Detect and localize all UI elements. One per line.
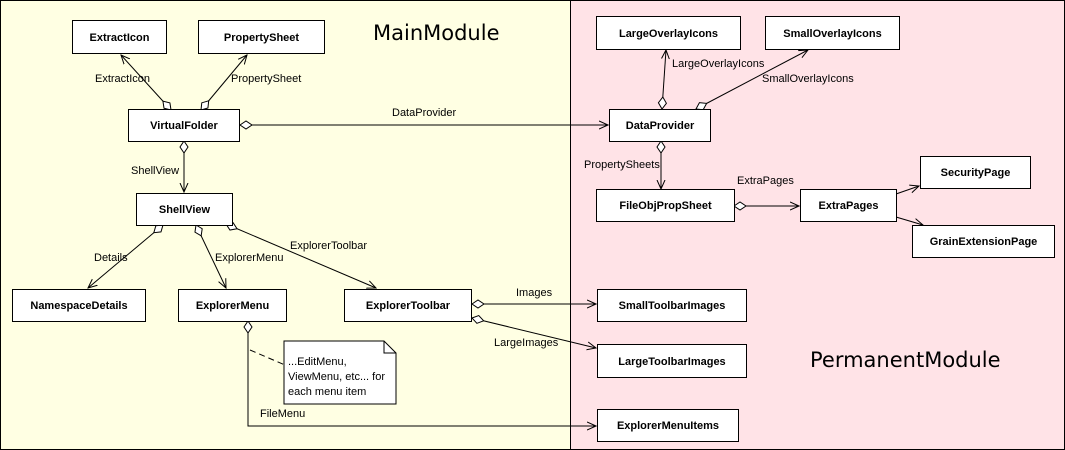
label-property-sheets: PropertySheets [584,159,660,171]
class-extract-icon[interactable]: ExtractIcon [72,20,167,54]
note-line-1: ...EditMenu, [288,356,347,368]
label-small-overlay-icons: SmallOverlayIcons [762,73,854,85]
class-explorer-menu-items-label: ExplorerMenuItems [617,420,719,432]
class-small-overlay-icons[interactable]: SmallOverlayIcons [765,16,900,50]
class-explorer-menu-label: ExplorerMenu [196,300,269,312]
class-small-overlay-icons-label: SmallOverlayIcons [783,28,881,40]
class-shell-view[interactable]: ShellView [136,193,233,226]
label-large-images: LargeImages [494,337,559,349]
class-property-sheet[interactable]: PropertySheet [198,20,325,54]
class-data-provider-label: DataProvider [626,120,695,132]
class-small-toolbar-images-label: SmallToolbarImages [619,300,726,312]
class-large-overlay-icons-label: LargeOverlayIcons [619,28,718,40]
class-virtual-folder-label: VirtualFolder [150,120,218,132]
note-line-3: each menu item [288,386,366,398]
main-module-title: MainModule [373,21,500,45]
class-file-obj-prop-sheet[interactable]: FileObjPropSheet [596,189,735,222]
label-images: Images [516,287,553,299]
edge-grain-extension-page [895,216,923,225]
label-details: Details [94,252,128,264]
class-large-toolbar-images[interactable]: LargeToolbarImages [597,344,747,378]
label-extra-pages: ExtraPages [737,175,794,187]
class-grain-extension-page[interactable]: GrainExtensionPage [912,225,1055,258]
label-data-provider: DataProvider [392,107,457,119]
edge-property-sheet [201,55,247,110]
class-virtual-folder[interactable]: VirtualFolder [128,109,240,142]
edge-small-overlay-icons [696,50,808,109]
class-data-provider[interactable]: DataProvider [609,109,711,142]
edge-large-overlay-icons [662,50,666,109]
class-namespace-details[interactable]: NamespaceDetails [12,289,146,322]
class-shell-view-label: ShellView [159,204,211,216]
label-large-overlay-icons: LargeOverlayIcons [672,58,765,70]
class-large-overlay-icons[interactable]: LargeOverlayIcons [596,16,741,50]
class-extra-pages[interactable]: ExtraPages [800,189,897,222]
label-property-sheet: PropertySheet [231,73,301,85]
edge-extract-icon [121,55,171,110]
class-explorer-menu[interactable]: ExplorerMenu [178,289,287,322]
class-security-page-label: SecurityPage [941,167,1011,179]
class-file-obj-prop-sheet-label: FileObjPropSheet [619,200,712,212]
label-explorer-toolbar: ExplorerToolbar [290,240,367,252]
note-line-2: ViewMenu, etc... for [288,371,385,383]
edge-file-menu [248,321,596,426]
class-namespace-details-label: NamespaceDetails [30,300,127,312]
edge-details [88,225,163,288]
note: ...EditMenu, ViewMenu, etc... for each m… [283,340,397,405]
class-explorer-toolbar[interactable]: ExplorerToolbar [344,289,472,322]
class-large-toolbar-images-label: LargeToolbarImages [618,356,725,368]
class-security-page[interactable]: SecurityPage [920,156,1031,189]
edge-security-page [895,186,919,195]
label-shell-view: ShellView [131,165,179,177]
edge-explorer-toolbar [226,224,376,288]
label-explorer-menu: ExplorerMenu [215,252,283,264]
class-explorer-toolbar-label: ExplorerToolbar [366,300,451,312]
label-file-menu: FileMenu [260,408,305,420]
class-property-sheet-label: PropertySheet [224,32,300,44]
label-extract-icon: ExtractIcon [95,73,150,85]
class-extra-pages-label: ExtraPages [819,200,879,212]
class-grain-extension-page-label: GrainExtensionPage [930,236,1038,248]
class-small-toolbar-images[interactable]: SmallToolbarImages [597,289,747,322]
class-extract-icon-label: ExtractIcon [90,32,150,44]
note-anchor [249,349,286,366]
permanent-module-title: PermanentModule [810,348,1001,372]
class-explorer-menu-items[interactable]: ExplorerMenuItems [597,409,739,442]
edge-explorer-menu [196,225,226,288]
